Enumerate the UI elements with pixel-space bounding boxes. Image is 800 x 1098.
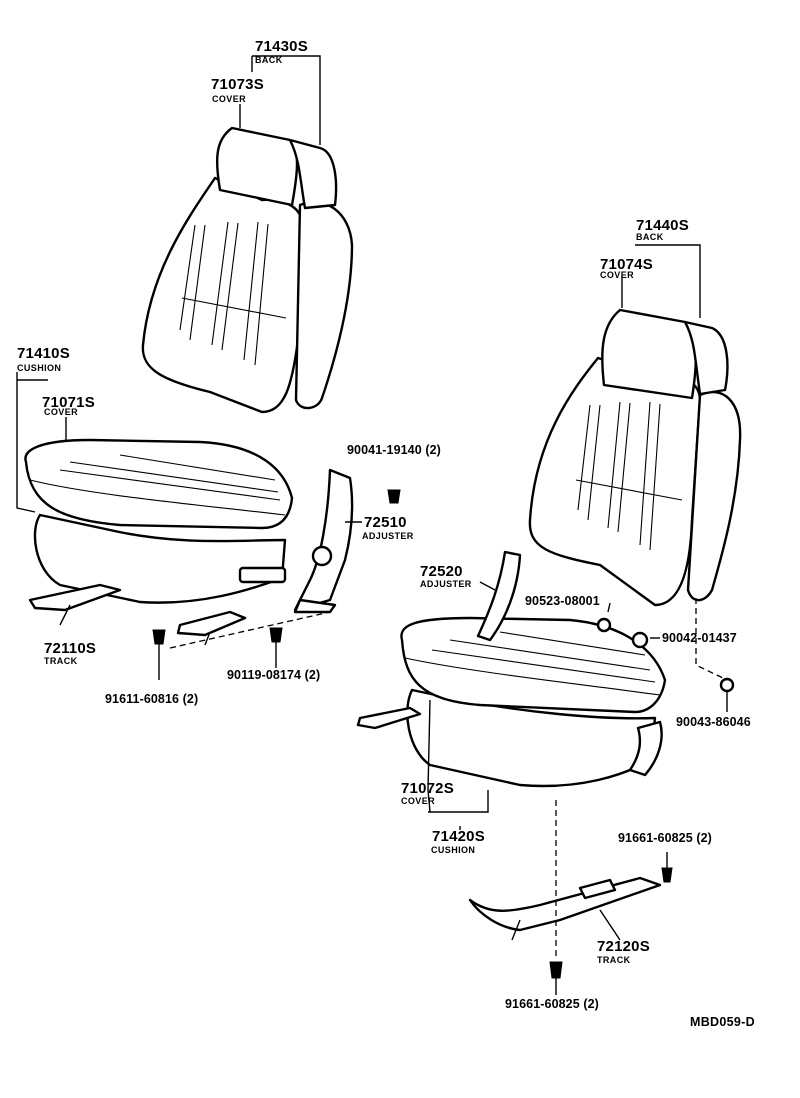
right-seat-cushion — [400, 616, 667, 788]
left-track — [28, 583, 247, 646]
label-bolt-91661-top: 91661-60825 (2) — [618, 831, 712, 845]
label-part-90042: 90042-01437 — [662, 631, 737, 645]
label-cushion-right-no: 71420S — [432, 828, 485, 845]
label-adjuster-right-no: 72520 — [420, 563, 463, 580]
label-cushion-left-no: 71410S — [17, 345, 70, 362]
label-track-right-no: 72120S — [597, 938, 650, 955]
label-cushion-left-cover-no: 71071S — [42, 394, 95, 411]
label-back-right-cover-name: COVER — [600, 270, 635, 280]
label-track-left-name: TRACK — [44, 656, 78, 666]
label-track-right-name: TRACK — [597, 955, 631, 965]
label-cushion-left-name: CUSHION — [17, 363, 62, 373]
label-back-left-name: BACK — [255, 55, 283, 65]
left-adjuster — [238, 468, 354, 614]
label-back-left-no: 71430S — [255, 38, 308, 55]
label-bolt-90119: 90119-08174 (2) — [227, 668, 321, 682]
label-bolt-91661-bottom: 91661-60825 (2) — [505, 997, 599, 1011]
label-cushion-left-cover-name: COVER — [44, 407, 79, 417]
label-cushion-right-cover-no: 71072S — [401, 780, 454, 797]
left-seat-back — [141, 126, 354, 414]
left-seat-cushion — [24, 438, 294, 604]
label-back-right-name: BACK — [636, 232, 664, 242]
right-adjuster — [476, 550, 663, 777]
label-bolt-adjuster-left: 90041-19140 (2) — [347, 443, 441, 457]
right-seat-back — [528, 308, 742, 607]
right-hardware — [549, 598, 735, 995]
label-back-left-cover-name: COVER — [212, 94, 247, 104]
label-adjuster-left-no: 72510 — [364, 514, 407, 531]
label-part-90523: 90523-08001 — [525, 594, 600, 608]
right-track — [356, 706, 662, 941]
label-cushion-right-cover-name: COVER — [401, 796, 436, 806]
label-adjuster-left-name: ADJUSTER — [362, 531, 414, 541]
right-leader-lines — [427, 244, 701, 941]
left-leader-lines — [16, 55, 362, 523]
label-bolt-91611: 91611-60816 (2) — [105, 692, 199, 706]
label-part-90043: 90043-86046 — [676, 715, 751, 729]
label-adjuster-right-name: ADJUSTER — [420, 579, 472, 589]
left-hardware — [152, 489, 401, 680]
label-back-left-cover-no: 71073S — [211, 76, 264, 93]
label-back-right-cover-no: 71074S — [600, 256, 653, 273]
label-back-right-no: 71440S — [636, 217, 689, 234]
label-track-left-no: 72110S — [44, 640, 97, 657]
label-cushion-right-name: CUSHION — [431, 845, 476, 855]
diagram-code: MBD059-D — [690, 1015, 755, 1029]
